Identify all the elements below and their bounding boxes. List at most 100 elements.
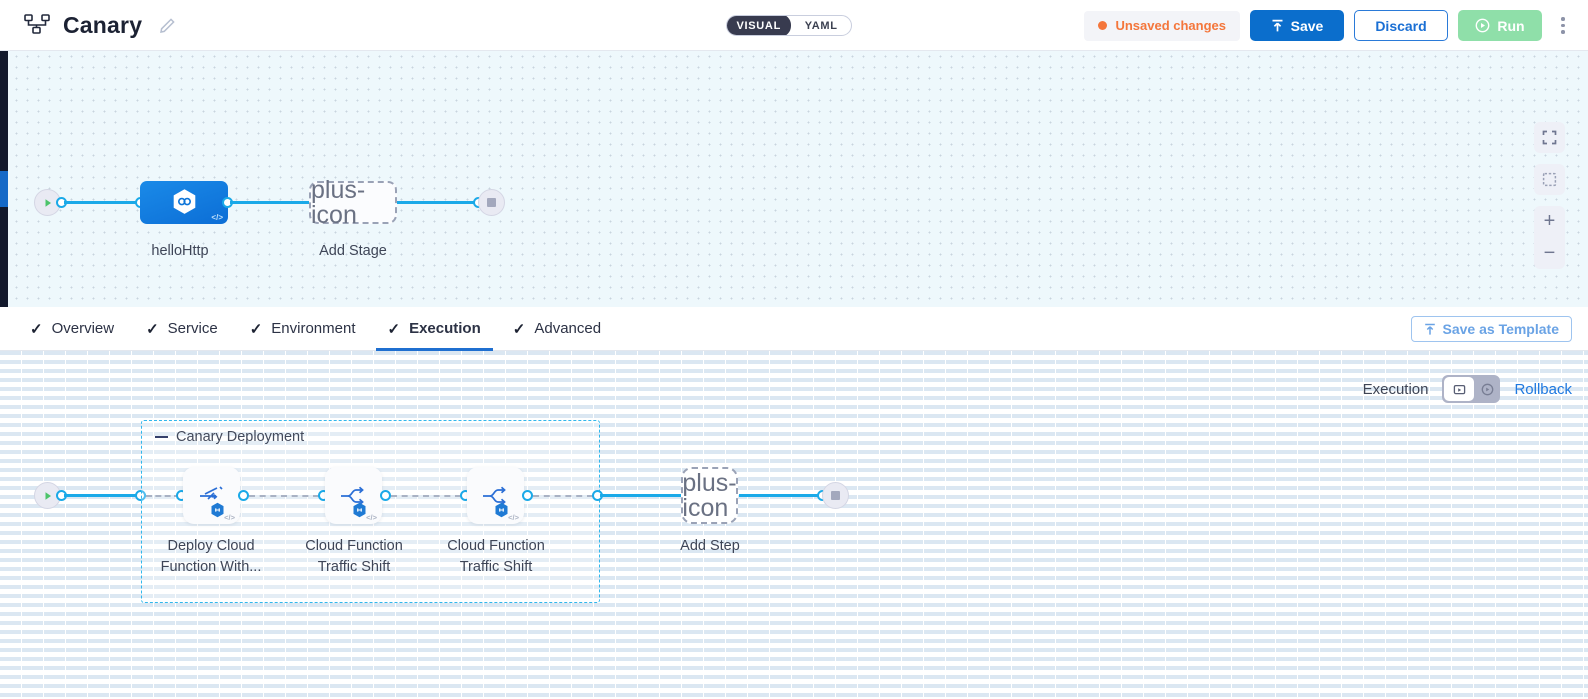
stage-label-hellohttp: helloHttp xyxy=(151,243,209,259)
add-step-label: Add Step xyxy=(680,538,740,554)
wire-dash-3 xyxy=(391,495,461,497)
discard-button[interactable]: Discard xyxy=(1354,10,1448,41)
wire-group-to-addstep xyxy=(600,494,682,497)
toggle-yaml[interactable]: YAML xyxy=(804,19,838,32)
group-title-label: Canary Deployment xyxy=(176,429,305,445)
unsaved-label: Unsaved changes xyxy=(1115,18,1226,33)
wire-dash-2 xyxy=(249,495,319,497)
tab-advanced[interactable]: ✓ Advanced xyxy=(513,307,601,351)
step-badge-hexagon-icon xyxy=(353,502,365,518)
execution-rollback-toggle[interactable] xyxy=(1442,375,1501,403)
step-label-3-line1: Cloud Function xyxy=(447,538,545,554)
plus-icon: plus-icon xyxy=(682,468,737,522)
step-node-traffic-shift-2[interactable]: </> xyxy=(467,467,524,524)
wire-dash-4 xyxy=(533,495,593,497)
wire-exec-start xyxy=(64,494,146,497)
status-badge-unsaved: Unsaved changes xyxy=(1084,10,1240,41)
tab-overview[interactable]: ✓ Overview xyxy=(30,307,114,351)
execution-canvas-inner: Execution Rollback xyxy=(0,351,1588,699)
tab-overview-label: Overview xyxy=(51,320,115,337)
zoom-out-button[interactable]: − xyxy=(1543,241,1556,264)
tab-environment-label: Environment xyxy=(271,320,356,337)
add-stage-button[interactable]: plus-icon xyxy=(309,177,397,227)
step-code-badge: </> xyxy=(224,513,235,522)
execution-mode-row: Execution Rollback xyxy=(1363,375,1572,403)
step-label-3: Cloud Function Traffic Shift xyxy=(416,536,576,578)
port-group-in[interactable] xyxy=(135,490,146,501)
stop-square-glyph xyxy=(487,198,496,207)
code-badge: </> xyxy=(211,213,223,222)
step-code-badge: </> xyxy=(366,513,377,522)
wire-add-to-end xyxy=(397,201,481,204)
app-header: Canary VISUAL YAML Unsaved changes Save xyxy=(0,0,1588,51)
step-badge-hexagon-icon xyxy=(211,502,223,518)
step-label-2: Cloud Function Traffic Shift xyxy=(274,536,434,578)
deploy-arrow-icon xyxy=(199,485,223,500)
check-icon: ✓ xyxy=(249,320,263,338)
tab-execution-label: Execution xyxy=(409,320,481,337)
save-as-template-label: Save as Template xyxy=(1442,321,1559,337)
port-step2-out[interactable] xyxy=(380,490,391,501)
execution-label: Execution xyxy=(1362,380,1429,398)
canvas-controls: + − xyxy=(1534,122,1565,269)
toggle-visual[interactable]: VISUAL xyxy=(727,16,792,35)
play-circle-icon xyxy=(1475,18,1490,33)
check-icon: ✓ xyxy=(146,320,159,338)
run-button[interactable]: Run xyxy=(1458,10,1542,41)
visual-yaml-toggle[interactable]: VISUAL YAML xyxy=(726,15,852,36)
fullscreen-icon[interactable] xyxy=(1534,122,1565,153)
pencil-icon[interactable] xyxy=(159,17,176,34)
pipeline-icon xyxy=(24,14,50,36)
stop-square-glyph xyxy=(831,491,840,500)
exec-stop-square-icon[interactable] xyxy=(822,482,849,509)
upload-icon xyxy=(1424,323,1435,335)
header-actions: Unsaved changes Save Discard Run xyxy=(1084,0,1574,51)
wire-start-to-stage xyxy=(64,201,140,204)
step-code-badge: </> xyxy=(508,513,519,522)
collapse-dash-icon[interactable] xyxy=(155,435,168,439)
step-label-1: Deploy Cloud Function With... xyxy=(131,536,291,578)
wire-addstep-to-end xyxy=(739,494,821,497)
tab-service[interactable]: ✓ Service xyxy=(146,307,218,351)
hexagon-link-icon xyxy=(173,188,195,214)
check-icon: ✓ xyxy=(512,320,526,338)
run-label: Run xyxy=(1497,17,1525,34)
header-left-group: Canary xyxy=(0,12,176,39)
tab-advanced-label: Advanced xyxy=(534,320,602,337)
execution-canvas[interactable]: Execution Rollback xyxy=(0,351,1588,699)
group-title: Canary Deployment xyxy=(155,429,304,445)
add-stage-label: Add Stage xyxy=(319,243,387,259)
play-triangle-icon xyxy=(45,491,51,500)
zoom-in-button[interactable]: + xyxy=(1543,210,1556,233)
section-tabs: ✓ Overview ✓ Service ✓ Environment ✓ Exe… xyxy=(0,307,1588,351)
page-title: Canary xyxy=(63,11,143,38)
step-node-deploy-cloud-function[interactable]: </> xyxy=(183,467,240,524)
kebab-menu-icon[interactable] xyxy=(1552,9,1574,43)
stage-node-hellohttp[interactable]: </> xyxy=(140,181,228,224)
rollback-icon[interactable] xyxy=(1474,383,1500,396)
rollback-label[interactable]: Rollback xyxy=(1514,380,1572,398)
fit-to-screen-icon[interactable] xyxy=(1534,164,1565,195)
save-as-template-button[interactable]: Save as Template xyxy=(1410,316,1572,342)
stop-square-icon[interactable] xyxy=(478,189,505,216)
step-label-2-line1: Cloud Function xyxy=(305,538,403,554)
plus-icon: plus-icon xyxy=(311,175,366,229)
step-node-traffic-shift-1[interactable]: </> xyxy=(325,467,382,524)
status-dot-icon xyxy=(1098,21,1108,30)
port-step3-out[interactable] xyxy=(522,490,533,501)
step-label-2-line2: Traffic Shift xyxy=(317,559,391,576)
tab-service-label: Service xyxy=(167,320,218,337)
discard-label: Discard xyxy=(1375,17,1427,34)
add-step-button[interactable]: plus-icon xyxy=(681,467,738,524)
execution-flow-icon[interactable] xyxy=(1444,377,1475,401)
step-label-1-line2: Function With... xyxy=(160,559,262,576)
save-button[interactable]: Save xyxy=(1250,10,1344,41)
check-icon: ✓ xyxy=(387,320,401,338)
tab-environment[interactable]: ✓ Environment xyxy=(250,307,356,351)
port-step1-out[interactable] xyxy=(238,490,249,501)
tab-execution[interactable]: ✓ Execution xyxy=(375,307,494,351)
zoom-controls[interactable]: + − xyxy=(1534,206,1565,269)
step-label-1-line1: Deploy Cloud xyxy=(167,538,255,554)
stage-canvas[interactable]: </> helloHttp plus-icon Add Stage xyxy=(0,51,1588,307)
